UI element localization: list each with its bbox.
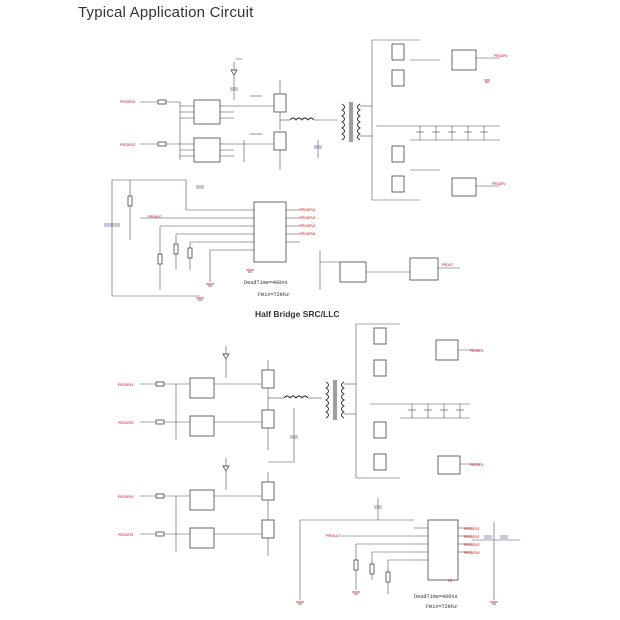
top-fmin-note: Fmin=72Khz [258, 292, 289, 298]
top-transformer [341, 102, 361, 142]
top-gate-driver-1 [180, 99, 234, 125]
bottom-gate-driver-3 [189, 489, 215, 511]
svg-text:PROUT: PROUT [442, 263, 453, 267]
bottom-mosfet-1 [261, 369, 275, 389]
svg-text:PRGDRV: PRGDRV [470, 463, 484, 467]
page-title: Typical Application Circuit [78, 4, 254, 21]
top-sr-controller-1 [451, 49, 477, 71]
bottom-llc-controller [414, 519, 472, 581]
svg-text:PRGDRV2: PRGDRV2 [118, 421, 134, 425]
svg-text:PRGDRV: PRGDRV [492, 182, 506, 186]
bottom-mosfet-4 [261, 519, 275, 539]
bottom-gate-driver-1 [189, 377, 215, 399]
bottom-sr-controller-1 [435, 339, 459, 361]
top-deadtime-note: DeadTime=400ns [244, 280, 288, 286]
svg-text:PRGDRV2: PRGDRV2 [300, 216, 316, 220]
bottom-sr-controller-2 [437, 455, 461, 475]
top-optocoupler-2 [409, 257, 439, 281]
svg-text:PRGDRV4: PRGDRV4 [118, 533, 134, 537]
svg-text:PRFAULT: PRFAULT [148, 215, 162, 219]
top-resonant-inductor [280, 117, 338, 121]
bottom-gate-driver-4 [189, 527, 215, 549]
top-schematic: PRGDRV1 PRGDRV2 VCC [104, 39, 508, 301]
svg-text:PRGDRV3: PRGDRV3 [300, 224, 316, 228]
svg-text:VCC: VCC [236, 57, 243, 61]
svg-text:PRGDRV1: PRGDRV1 [300, 208, 316, 212]
section-title-half-bridge: Half Bridge SRC/LLC [255, 309, 340, 319]
svg-text:PRFAULT: PRFAULT [326, 534, 340, 538]
top-mosfet-high [234, 80, 287, 130]
top-mosfet-low [234, 131, 287, 170]
svg-text:PRGDRV: PRGDRV [494, 54, 508, 58]
bottom-mosfet-2 [261, 409, 275, 429]
svg-text:PRGDRV3: PRGDRV3 [118, 495, 134, 499]
svg-text:PRGDRV1: PRGDRV1 [120, 100, 136, 104]
bottom-mosfet-3 [261, 481, 275, 501]
bottom-schematic: PRGDRV1 PRGDRV2 PRGDRV3 PRGDRV4 [118, 323, 520, 610]
svg-text:PRGDRV4: PRGDRV4 [464, 551, 480, 555]
svg-text:PRGDRV2: PRGDRV2 [464, 535, 480, 539]
svg-text:PRGDRV1: PRGDRV1 [464, 527, 480, 531]
top-output-capacitors [416, 126, 488, 140]
svg-text:PRGDRV3: PRGDRV3 [464, 543, 480, 547]
bottom-gate-driver-2 [189, 415, 215, 437]
bottom-resonant-inductor [283, 395, 309, 399]
svg-text:PRGDRV1: PRGDRV1 [118, 383, 134, 387]
top-llc-controller [240, 201, 300, 263]
svg-text:PRGDRV2: PRGDRV2 [120, 143, 136, 147]
top-sr-controller-2 [451, 177, 477, 197]
bottom-output-capacitors [408, 404, 464, 418]
top-gate-driver-2 [180, 137, 234, 163]
top-optocoupler-1 [339, 261, 367, 283]
svg-text:PRGDRV4: PRGDRV4 [300, 232, 316, 236]
svg-text:PRGDRV: PRGDRV [470, 349, 484, 353]
bottom-deadtime-note: DeadTime=400ns [414, 594, 458, 600]
svg-text:PR: PR [448, 579, 453, 583]
bottom-transformer [325, 380, 345, 420]
bottom-fmin-note: Fmin=72Khz [426, 604, 457, 610]
